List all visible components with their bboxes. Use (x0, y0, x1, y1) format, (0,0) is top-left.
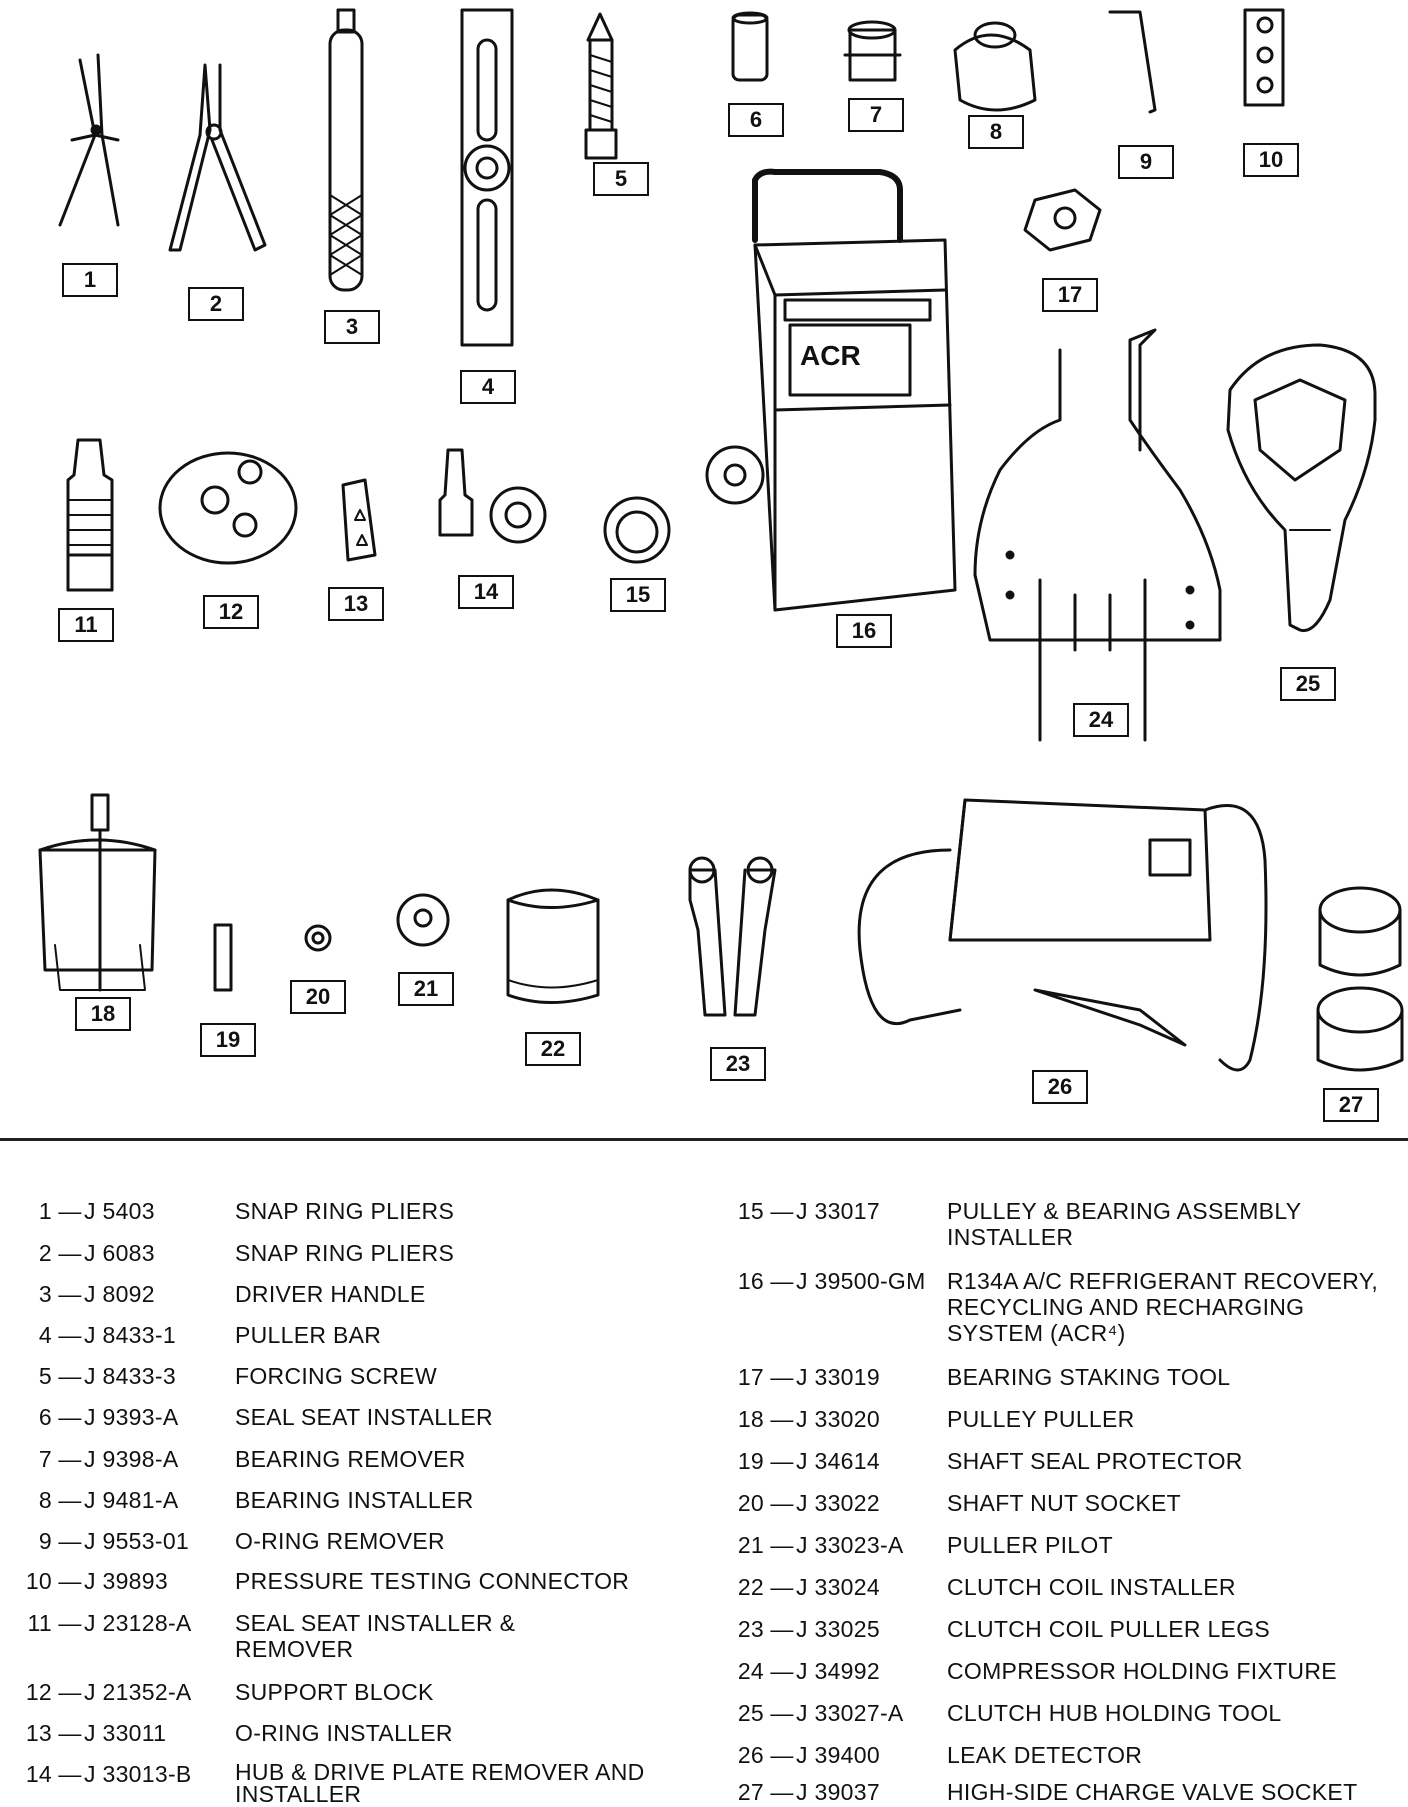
callout-18: 18 (75, 997, 131, 1031)
shaft-seal-protector-drawing (213, 923, 233, 992)
compressor-holding-fixture-drawing (973, 328, 1222, 742)
pulley-puller-drawing (38, 793, 157, 992)
callout-13: 13 (328, 587, 384, 621)
callout-20: 20 (290, 980, 346, 1014)
callout-23: 23 (710, 1047, 766, 1081)
callout-12: 12 (203, 595, 259, 629)
pulley-bearing-installer-drawing (603, 496, 671, 564)
bearing-staking-tool-drawing (1023, 188, 1102, 252)
seal-seat-installer-drawing (731, 11, 769, 82)
driver-handle-drawing (328, 8, 364, 292)
callout-3: 3 (324, 310, 380, 344)
callout-25: 25 (1280, 667, 1336, 701)
o-ring-installer-drawing (341, 478, 377, 562)
callout-22: 22 (525, 1032, 581, 1066)
shaft-nut-socket-drawing (304, 924, 332, 952)
callout-2: 2 (188, 287, 244, 321)
legend-description: SNAP RING PLIERS (235, 1198, 455, 1224)
callout-10: 10 (1243, 143, 1299, 177)
callout-11: 11 (58, 608, 114, 642)
callout-14: 14 (458, 575, 514, 609)
pressure-testing-connector-drawing (1243, 8, 1285, 107)
clutch-coil-puller-legs-drawing (688, 856, 777, 1017)
leak-detector-drawing (857, 798, 1268, 1072)
puller-pilot-drawing (396, 893, 450, 947)
callout-26: 26 (1032, 1070, 1088, 1104)
legend-number: 1 (38, 1198, 52, 1224)
callout-27: 27 (1323, 1088, 1379, 1122)
callout-1: 1 (62, 263, 118, 297)
callout-9: 9 (1118, 145, 1174, 179)
callout-6: 6 (728, 103, 784, 137)
tool-illustration: ACR (38, 8, 1404, 1072)
divider-rule (0, 1138, 1408, 1141)
callout-16: 16 (836, 614, 892, 648)
callout-17: 17 (1042, 278, 1098, 312)
callout-19: 19 (200, 1023, 256, 1057)
o-ring-remover-drawing (1108, 10, 1157, 114)
charge-valve-socket-drawing (1316, 886, 1404, 1072)
seal-seat-installer-remover-drawing (66, 438, 114, 592)
hub-drive-plate-tool-drawing (438, 448, 547, 544)
callout-7: 7 (848, 98, 904, 132)
callout-21: 21 (398, 972, 454, 1006)
svg-text:ACR: ACR (800, 340, 861, 371)
bearing-installer-drawing (953, 21, 1037, 112)
callout-8: 8 (968, 115, 1024, 149)
legend-part-number: J 5403 (84, 1198, 155, 1224)
legend-item: 16—J 39500-GMR134a A/C REFRIGERANT RECOV… (737, 1268, 1379, 1346)
snap-ring-pliers-1-drawing (58, 53, 120, 227)
forcing-screw-drawing (584, 12, 618, 160)
callout-5: 5 (593, 162, 649, 196)
callout-4: 4 (460, 370, 516, 404)
snap-ring-pliers-2-drawing (168, 63, 267, 252)
bearing-remover-drawing (843, 20, 902, 82)
clutch-hub-holding-tool-drawing (1226, 343, 1377, 633)
support-block-drawing (158, 451, 298, 565)
acr-recovery-system-drawing: ACR (705, 168, 957, 612)
clutch-coil-installer-drawing (506, 888, 600, 1004)
callout-24: 24 (1073, 703, 1129, 737)
puller-bar-drawing (460, 8, 514, 347)
callout-15: 15 (610, 578, 666, 612)
